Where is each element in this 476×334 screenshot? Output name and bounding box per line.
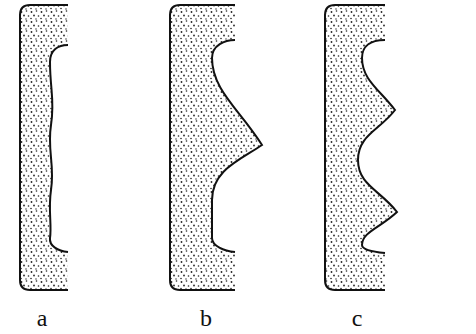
panel-label: b [200, 306, 212, 330]
panel-b-shape [170, 5, 262, 290]
panel-c-shape [325, 5, 397, 290]
panel-label: a [37, 306, 48, 330]
panel-label: c [352, 306, 363, 330]
panel-a-shape [20, 5, 68, 290]
